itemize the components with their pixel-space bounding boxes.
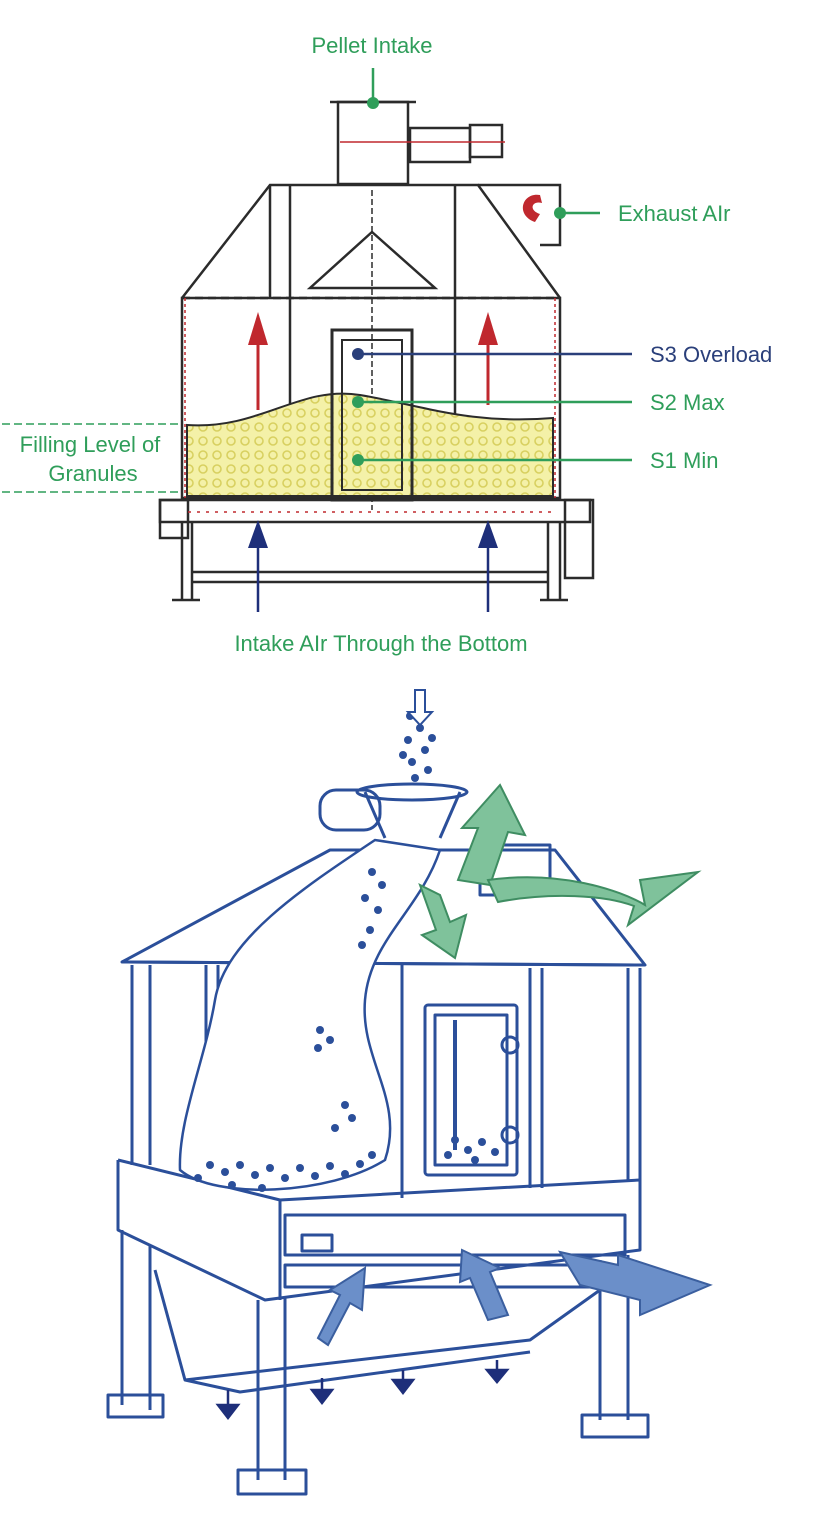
exhaust-icon	[522, 194, 542, 222]
label-intake-air: Intake AIr Through the Bottom	[234, 631, 527, 656]
air-flow-arrow	[418, 783, 702, 960]
pellet-stream	[178, 838, 442, 1191]
intake-air-arrow	[316, 1248, 713, 1347]
motor	[408, 126, 472, 164]
discharge-arrow	[215, 1360, 510, 1421]
label-pellet-intake: Pellet Intake	[311, 33, 432, 58]
pellet-dots	[194, 712, 499, 1192]
callout-lines	[2, 68, 632, 493]
pellet-input-arrow	[405, 689, 435, 727]
label-exhaust-air: Exhaust AIr	[618, 201, 731, 226]
label-s1-min: S1 Min	[650, 448, 718, 473]
label-filling-level-2: Granules	[48, 461, 137, 486]
label-s2-max: S2 Max	[650, 390, 725, 415]
base-frame	[158, 498, 595, 602]
label-filling-level-1: Filling Level of	[20, 432, 162, 457]
label-s3-overload: S3 Overload	[650, 342, 772, 367]
distributor-cone	[306, 230, 439, 290]
intake-hopper	[336, 100, 410, 186]
roof	[181, 183, 562, 299]
red-up-arrow	[248, 312, 498, 410]
schematic-cooler	[180, 100, 562, 510]
granule-fill	[186, 392, 554, 497]
blue-up-arrow	[248, 520, 498, 612]
